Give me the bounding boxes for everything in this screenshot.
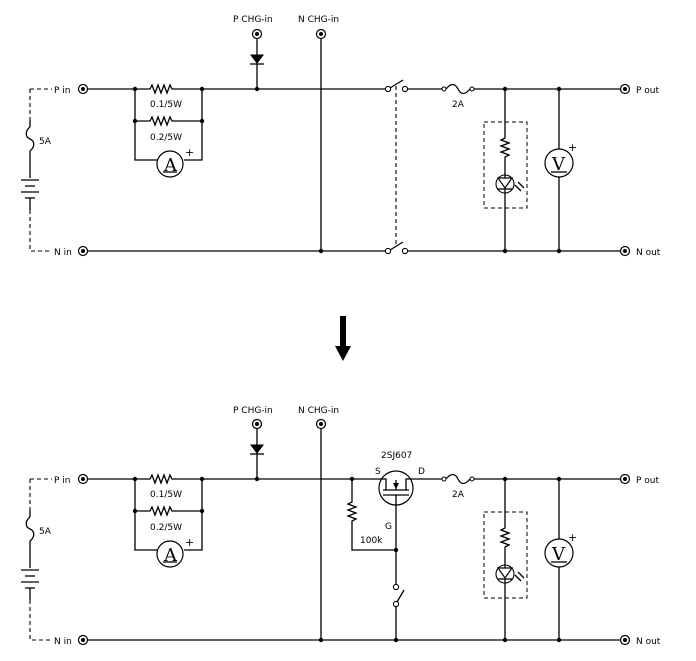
fuse-5a-icon [25, 126, 35, 152]
shunt-resistors-2 [132, 473, 205, 551]
n-out-label-2: N out [636, 637, 661, 647]
r1-label-2: 0.1/5W [150, 490, 182, 500]
battery-icon-2 [21, 569, 39, 589]
p-out-label: P out [636, 86, 659, 96]
p-chg-in-terminal-2 [251, 418, 263, 430]
fuse-in-label: 5A [39, 137, 52, 147]
n-chg-in-label: N CHG-in [298, 15, 339, 25]
down-arrow-icon [335, 316, 351, 361]
shunt-resistors [132, 83, 205, 161]
drain-label: D [418, 467, 425, 477]
fuse-2a-icon-2 [441, 473, 475, 485]
voltmeter-plus-2: + [568, 531, 577, 544]
p-in-terminal [77, 83, 89, 95]
n-in-terminal [77, 245, 89, 257]
r1-label: 0.1/5W [150, 100, 182, 110]
fuse-out-label-2: 2A [452, 490, 465, 500]
voltmeter-plus: + [568, 141, 577, 154]
gate-label: G [385, 522, 392, 532]
p-in-terminal-2 [77, 473, 89, 485]
battery-input-branch-2 [21, 478, 52, 641]
p-out-label-2: P out [636, 476, 659, 486]
fuse-out-label: 2A [452, 100, 465, 110]
fuse-5a-icon-2 [25, 516, 35, 542]
ammeter-plus: + [185, 146, 194, 159]
r2-label: 0.2/5W [150, 133, 182, 143]
bottom-circuit: 5A P in N in 0.1/5W 0.2/5W A + P CHG-in [21, 406, 661, 647]
mosfet-icon [378, 470, 414, 506]
top-circuit: 5A P in N in 0.1/5W 0.2/5W A + P CHG-in [21, 15, 661, 258]
switch-n-icon [384, 241, 409, 255]
p-out-terminal [619, 83, 631, 95]
source-label: S [375, 467, 381, 477]
diode-icon-2 [250, 444, 264, 455]
switch-gate-icon [392, 583, 405, 608]
n-out-terminal [619, 245, 631, 257]
fuse-2a-icon [441, 83, 475, 95]
n-chg-in-terminal [315, 28, 327, 40]
voltmeter-symbol-2: V [551, 544, 566, 565]
n-out-label: N out [636, 248, 661, 258]
battery-icon [21, 179, 39, 199]
n-in-label: N in [54, 248, 72, 258]
battery-input-branch [21, 88, 52, 252]
n-chg-in-label-2: N CHG-in [298, 406, 339, 416]
p-in-label-2: P in [54, 476, 71, 486]
switch-p-icon [384, 79, 409, 93]
ammeter-plus-2: + [185, 536, 194, 549]
p-in-label: P in [54, 86, 71, 96]
n-out-terminal-2 [619, 634, 631, 646]
led-icon-2 [495, 564, 525, 584]
voltmeter-icon-2 [544, 538, 574, 568]
p-chg-in-terminal [251, 28, 263, 40]
voltmeter-symbol: V [551, 154, 566, 175]
n-in-label-2: N in [54, 637, 72, 647]
p-chg-in-label-2: P CHG-in [233, 406, 273, 416]
diode-icon [250, 54, 264, 65]
n-chg-in-terminal-2 [315, 418, 327, 430]
mosfet-label: 2SJ607 [381, 451, 412, 461]
led-icon [495, 174, 525, 194]
ammeter-symbol: A [163, 155, 178, 176]
ammeter-icon [156, 150, 184, 178]
gate-resistor-label: 100k [360, 536, 383, 546]
ammeter-symbol-2: A [163, 545, 178, 566]
p-out-terminal-2 [619, 473, 631, 485]
fuse-in-label-2: 5A [39, 527, 52, 537]
n-in-terminal-2 [77, 634, 89, 646]
ammeter-icon-2 [156, 540, 184, 568]
r2-label-2: 0.2/5W [150, 523, 182, 533]
p-chg-in-label: P CHG-in [233, 15, 273, 25]
